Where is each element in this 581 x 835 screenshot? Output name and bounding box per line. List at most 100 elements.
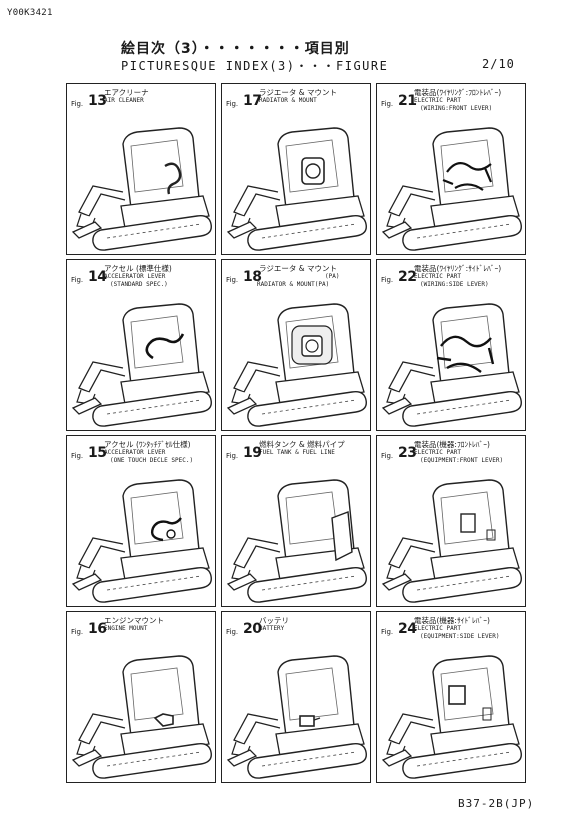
figure-illustration (377, 650, 525, 782)
figure-title-english: BATTERY (259, 625, 284, 633)
excavator-illustration (71, 303, 212, 427)
figure-title-english: FUEL TANK & FUEL LINE (259, 449, 335, 457)
figure-title-english-line: ELECTRIC PART (414, 97, 461, 104)
figure-title-english-line: ACCELERATOR LEVER (104, 273, 166, 280)
figure-number: 18 (243, 269, 262, 285)
figure-title-english: ACCELERATOR LEVER(ONE TOUCH DECLE SPEC.) (104, 449, 193, 465)
figure-title-english: ENGINE MOUNT (104, 625, 147, 633)
figure-title-english: RADIATOR & MOUNT (259, 97, 317, 105)
excavator-illustration (226, 303, 367, 427)
figure-title-english-line: (ONE TOUCH DECLE SPEC.) (110, 457, 194, 464)
figure-prefix: Fig. (226, 452, 239, 460)
figure-title-english-line: BATTERY (259, 625, 285, 632)
figure-title-english: ELECTRIC PART(EQUIPMENT:SIDE LEVER) (414, 625, 499, 641)
figure-illustration (377, 122, 525, 254)
figure-number: 15 (88, 445, 107, 461)
figure-title-japanese: 電装品(ﾜｲﾔﾘﾝｸﾞ:ﾌﾛﾝﾄﾚﾊﾞｰ) (414, 88, 502, 97)
figure-prefix: Fig. (226, 100, 239, 108)
figure-number: 16 (88, 621, 107, 637)
figure-title-english-line: (STANDARD SPEC.) (110, 281, 168, 288)
document-id: Y00K3421 (7, 8, 53, 18)
figure-prefix: Fig. (381, 100, 394, 108)
figure-title-english-line: RADIATOR & MOUNT(PA) (257, 281, 330, 288)
excavator-illustration (226, 655, 367, 779)
figure-illustration (222, 474, 370, 606)
figure-number: 13 (88, 93, 107, 109)
figure-illustration (67, 474, 215, 606)
figure-prefix: Fig. (381, 452, 394, 460)
figure-title-japanese: 燃料タンク & 燃料パイプ (259, 440, 345, 449)
excavator-illustration (71, 127, 212, 251)
figure-illustration (222, 122, 370, 254)
figure-title-english-line: ACCELERATOR LEVER (104, 449, 166, 456)
figure-number: 21 (398, 93, 417, 109)
figure-prefix: Fig. (226, 276, 239, 284)
figure-number: 24 (398, 621, 417, 637)
figure-number: 14 (88, 269, 107, 285)
figure-illustration (222, 298, 370, 430)
page-title-english: PICTURESQUE INDEX(3)・・・FIGURE (121, 59, 389, 73)
figure-title-japanese: ラジエータ & マウント (259, 264, 337, 273)
figure-title-english-line: (EQUIPMENT:FRONT LEVER) (420, 457, 504, 464)
excavator-illustration (71, 479, 212, 603)
figure-title-english: ELECTRIC PART(EQUIPMENT:FRONT LEVER) (414, 449, 503, 465)
figure-title-english: (PA)RADIATOR & MOUNT(PA) (257, 273, 340, 289)
page-title-japanese: 絵目次（3）・・・・・・・項目別 (121, 41, 350, 57)
excavator-illustration (381, 127, 522, 251)
figure-title-english-line: ELECTRIC PART (414, 625, 461, 632)
figure-title-english: AIR CLEANER (104, 97, 144, 105)
figure-number: 22 (398, 269, 417, 285)
figure-illustration (222, 650, 370, 782)
figure-number: 19 (243, 445, 262, 461)
figure-number: 20 (243, 621, 262, 637)
figure-title-english: ACCELERATOR LEVER(STANDARD SPEC.) (104, 273, 168, 289)
figure-title-english-line: ELECTRIC PART (414, 449, 461, 456)
figure-title-english-line: RADIATOR & MOUNT (259, 97, 317, 104)
figure-title-english-line: (PA) (325, 273, 340, 280)
figure-prefix: Fig. (71, 276, 84, 284)
figure-title-english-line: (WIRING:SIDE LEVER) (420, 281, 489, 288)
figure-title-japanese: 電装品(機器:ｻｲﾄﾞﾚﾊﾞｰ) (414, 616, 490, 625)
figure-title-japanese: アクセル (ﾜﾝﾀｯﾁﾃﾞｾﾙ仕様) (104, 440, 191, 449)
figure-prefix: Fig. (71, 452, 84, 460)
excavator-illustration (226, 479, 367, 603)
figure-illustration (377, 298, 525, 430)
figure-illustration (67, 298, 215, 430)
figure-title-english: ELECTRIC PART(WIRING:SIDE LEVER) (414, 273, 489, 289)
figure-title-english-line: (WIRING:FRONT LEVER) (420, 105, 493, 112)
figure-title-english: ELECTRIC PART(WIRING:FRONT LEVER) (414, 97, 492, 113)
excavator-illustration (381, 303, 522, 427)
figure-illustration (67, 650, 215, 782)
figure-title-english-line: FUEL TANK & FUEL LINE (259, 449, 335, 456)
figure-title-japanese: ラジエータ & マウント (259, 88, 337, 97)
figure-title-japanese: 電装品(機器:ﾌﾛﾝﾄﾚﾊﾞｰ) (414, 440, 490, 449)
figure-title-english-line: ENGINE MOUNT (104, 625, 148, 632)
figure-prefix: Fig. (381, 276, 394, 284)
figure-illustration (67, 122, 215, 254)
figure-title-japanese: バッテリ (259, 616, 289, 625)
figure-title-english-line: AIR CLEANER (104, 97, 144, 104)
figure-prefix: Fig. (71, 628, 84, 636)
excavator-illustration (71, 655, 212, 779)
